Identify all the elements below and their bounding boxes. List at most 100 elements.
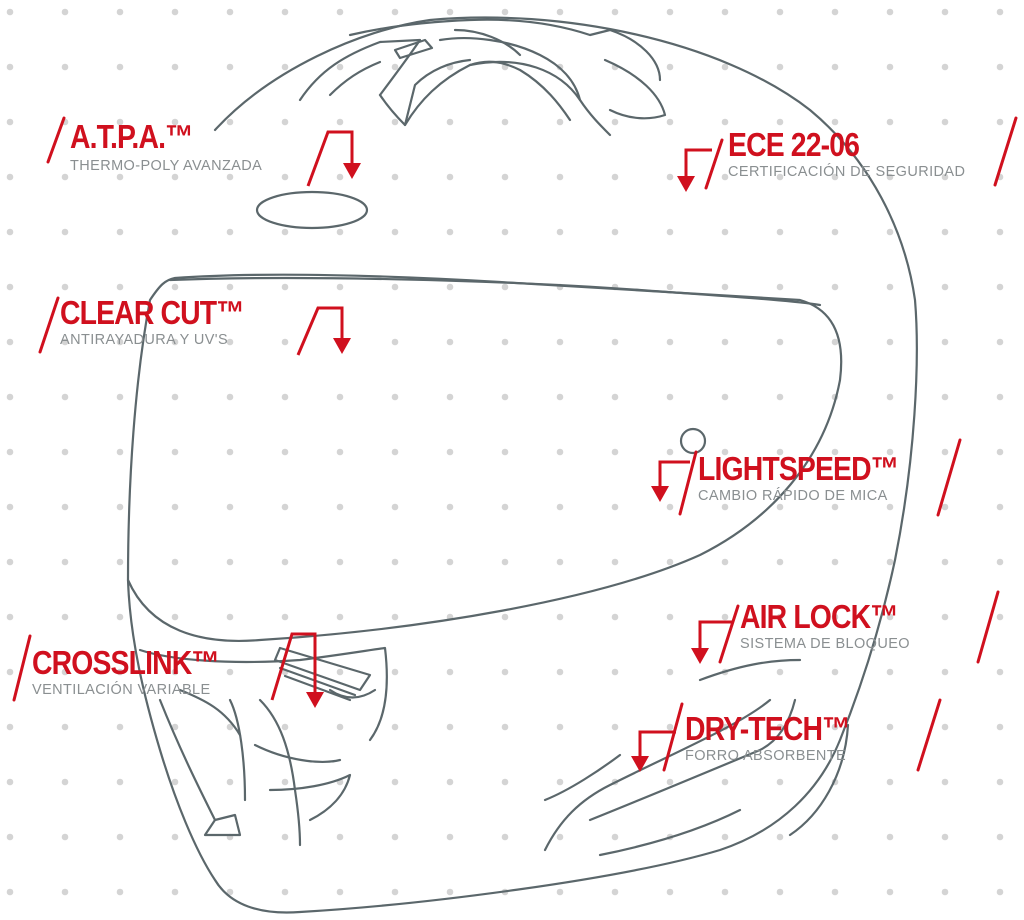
grid-dot [61,833,69,841]
grid-dot [336,888,344,896]
grid-dot [171,668,179,676]
grid-dot [611,228,619,236]
grid-dot [611,613,619,621]
grid-dot [391,503,399,511]
grid-dot [886,173,894,181]
feature-title-drytech: DRY-TECH™ [685,710,851,747]
grid-dot [776,448,784,456]
grid-dot [446,558,454,566]
feature-title-lightspeed: LIGHTSPEED™ [698,450,899,487]
grid-dot [6,613,14,621]
grid-dot [226,63,234,71]
grid-dot [501,8,509,16]
grid-dot [721,503,729,511]
grid-dot [446,503,454,511]
grid-dot [336,393,344,401]
grid-dot [996,613,1004,621]
grid-dot [941,173,949,181]
grid-dot [776,888,784,896]
grid-dot [611,888,619,896]
grid-dot [666,888,674,896]
grid-dot [831,558,839,566]
grid-dot [281,503,289,511]
grid-dot [611,723,619,731]
grid-dot [281,888,289,896]
grid-dot [116,833,124,841]
grid-dot [721,173,729,181]
grid-dot [886,283,894,291]
grid-dot [61,228,69,236]
grid-dot [446,118,454,126]
grid-dot [611,393,619,401]
grid-dot [776,228,784,236]
grid-dot [886,8,894,16]
grid-dot [831,668,839,676]
grid-dot [171,228,179,236]
grid-dot [116,283,124,291]
grid-dot [556,448,564,456]
grid-dot [556,503,564,511]
grid-dot [61,338,69,346]
grid-dot [996,558,1004,566]
grid-dot [556,668,564,676]
grid-dot [336,503,344,511]
grid-dot [941,778,949,786]
grid-dot [666,338,674,346]
grid-dot [501,393,509,401]
crosslink-slash [12,634,32,702]
grid-dot [996,228,1004,236]
feature-title-clearcut: CLEAR CUT™ [60,294,245,331]
grid-dot [666,63,674,71]
airlock-slash-left [718,604,740,664]
grid-dot [996,888,1004,896]
grid-dot [226,723,234,731]
clearcut-arrow-head [333,338,351,354]
grid-dot [776,8,784,16]
grid-dot [171,118,179,126]
grid-dot [941,503,949,511]
grid-dot [776,778,784,786]
grid-dot [391,888,399,896]
grid-dot [721,118,729,126]
grid-dot [501,668,509,676]
grid-dot [391,8,399,16]
grid-dot [446,833,454,841]
grid-dot [116,668,124,676]
grid-dot [941,668,949,676]
grid-dot [6,173,14,181]
grid-dot [61,8,69,16]
grid-dot [61,393,69,401]
grid-dot [941,833,949,841]
grid-dot [721,833,729,841]
grid-dot [776,723,784,731]
grid-dot [281,118,289,126]
grid-dot [501,448,509,456]
grid-dot [446,338,454,346]
grid-dot [611,448,619,456]
grid-dot [996,118,1004,126]
grid-dot [776,338,784,346]
grid-dot [721,393,729,401]
grid-dot [556,888,564,896]
grid-dot [336,558,344,566]
grid-dot [831,723,839,731]
grid-dot [171,613,179,621]
grid-dot [171,173,179,181]
grid-dot [886,668,894,676]
grid-dot [721,228,729,236]
grid-dot [831,833,839,841]
grid-dot [226,338,234,346]
grid-dot [666,448,674,456]
chin-bar [138,646,388,742]
grid-dot [61,283,69,291]
grid-dot [776,503,784,511]
grid-dot [61,173,69,181]
grid-dot [501,778,509,786]
grid-dot [281,613,289,621]
grid-dot [776,613,784,621]
grid-dot [446,448,454,456]
grid-dot [281,778,289,786]
atpa-arrow [306,130,354,187]
grid-dot [611,118,619,126]
